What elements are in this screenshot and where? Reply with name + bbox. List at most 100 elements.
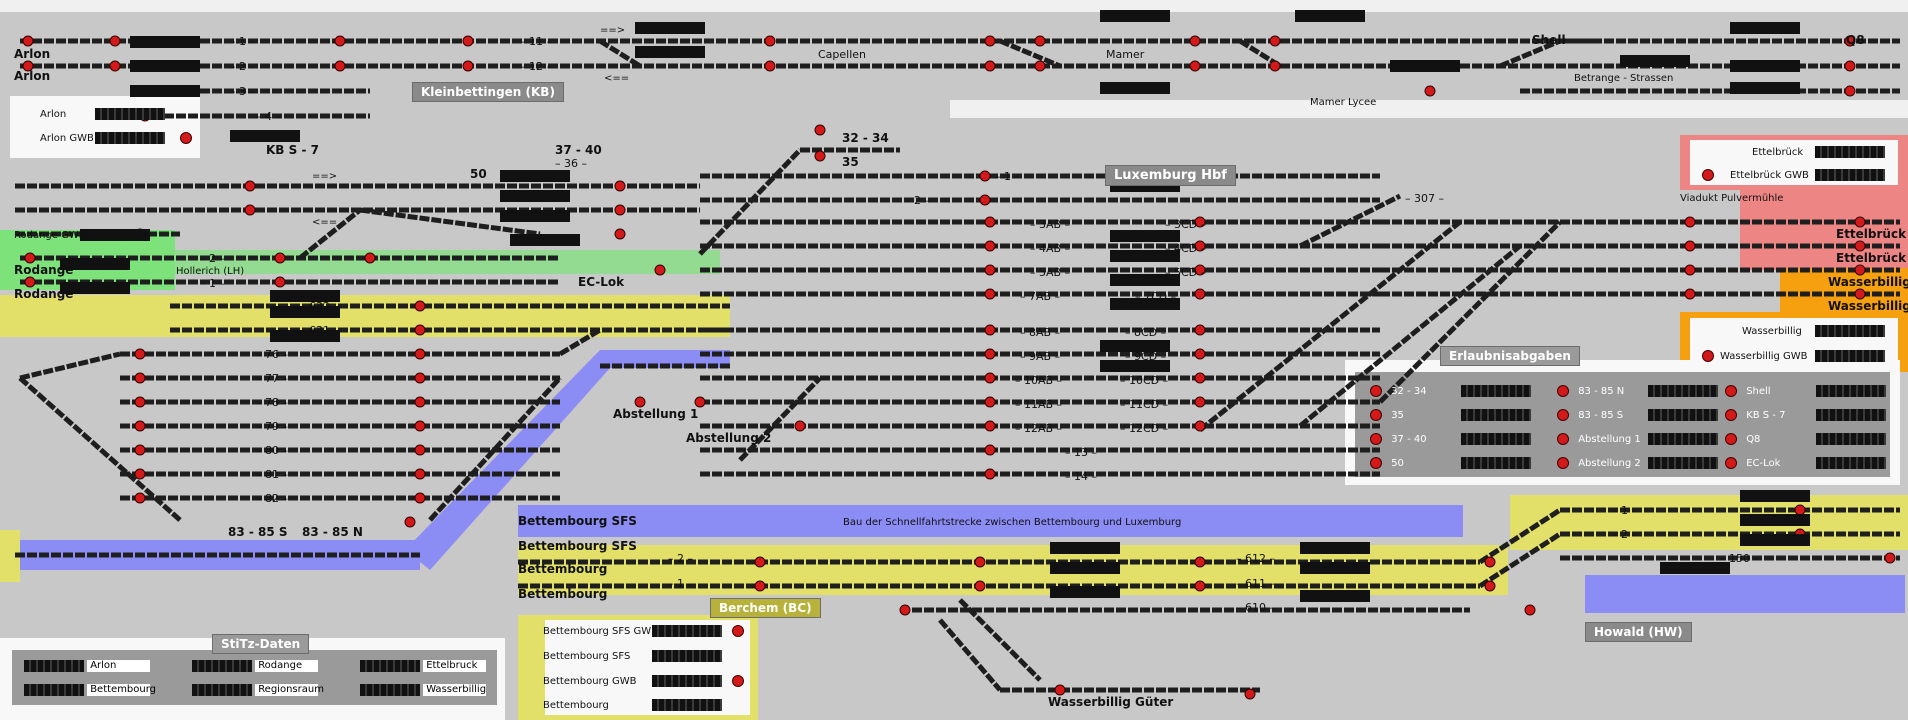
signal-icon[interactable]	[134, 492, 146, 504]
signal-icon[interactable]	[414, 348, 426, 360]
signal-icon[interactable]	[984, 444, 996, 456]
signal-icon[interactable]	[1854, 216, 1866, 228]
signal-icon[interactable]	[694, 396, 706, 408]
signal-icon[interactable]	[414, 492, 426, 504]
signal-icon[interactable]	[974, 580, 986, 592]
signal-icon[interactable]	[1194, 420, 1206, 432]
signal-icon[interactable]	[1194, 240, 1206, 252]
track-segment[interactable]	[428, 376, 562, 522]
signal-icon[interactable]	[1194, 264, 1206, 276]
signal-icon[interactable]	[1194, 348, 1206, 360]
permission-signal[interactable]	[1370, 433, 1382, 445]
signal-icon[interactable]	[1684, 216, 1696, 228]
track-segment[interactable]	[938, 618, 1002, 692]
signal-icon[interactable]	[1854, 288, 1866, 300]
signal-icon[interactable]	[984, 240, 996, 252]
signal-icon[interactable]	[979, 170, 991, 182]
signal-icon[interactable]	[1844, 85, 1856, 97]
signal-icon[interactable]	[634, 396, 646, 408]
signal-icon[interactable]	[1189, 60, 1201, 72]
wasserbillig-gwb-signal[interactable]	[1702, 350, 1714, 362]
permission-signal[interactable]	[1557, 433, 1569, 445]
erlaubnis-entry[interactable]: 83 - 85 N	[1557, 385, 1719, 397]
signal-icon[interactable]	[614, 180, 626, 192]
signal-icon[interactable]	[1189, 35, 1201, 47]
signal-icon[interactable]	[22, 35, 34, 47]
signal-icon[interactable]	[1269, 35, 1281, 47]
signal-icon[interactable]	[984, 372, 996, 384]
track-segment[interactable]	[1478, 507, 1562, 565]
signal-icon[interactable]	[984, 468, 996, 480]
signal-icon[interactable]	[974, 556, 986, 568]
signal-icon[interactable]	[984, 396, 996, 408]
track-segment[interactable]	[598, 38, 642, 69]
signal-icon[interactable]	[984, 348, 996, 360]
signal-icon[interactable]	[24, 252, 36, 264]
signal-icon[interactable]	[244, 204, 256, 216]
signal-icon[interactable]	[984, 35, 996, 47]
erlaubnis-entry[interactable]: 35	[1370, 409, 1532, 421]
erlaubnis-entry[interactable]: 37 - 40	[1370, 433, 1532, 445]
signal-icon[interactable]	[1844, 60, 1856, 72]
track-segment[interactable]	[558, 327, 602, 357]
signal-icon[interactable]	[764, 35, 776, 47]
signal-icon[interactable]	[614, 228, 626, 240]
signal-icon[interactable]	[1194, 372, 1206, 384]
signal-icon[interactable]	[1684, 240, 1696, 252]
signal-icon[interactable]	[754, 580, 766, 592]
signal-icon[interactable]	[1884, 552, 1896, 564]
signal-icon[interactable]	[814, 124, 826, 136]
erlaubnis-entry[interactable]: 83 - 85 S	[1557, 409, 1719, 421]
station-kleinbettingen[interactable]: Kleinbettingen (KB)	[412, 82, 564, 102]
signal-icon[interactable]	[1484, 556, 1496, 568]
signal-icon[interactable]	[1484, 580, 1496, 592]
signal-icon[interactable]	[654, 264, 666, 276]
signal-icon[interactable]	[274, 252, 286, 264]
signal-icon[interactable]	[462, 60, 474, 72]
track-segment[interactable]	[738, 376, 822, 462]
permission-signal[interactable]	[1725, 409, 1737, 421]
signal-icon[interactable]	[1269, 60, 1281, 72]
signal-icon[interactable]	[1684, 288, 1696, 300]
signal-icon[interactable]	[22, 60, 34, 72]
signal-icon[interactable]	[134, 420, 146, 432]
signal-icon[interactable]	[334, 35, 346, 47]
signal-icon[interactable]	[24, 276, 36, 288]
erlaubnis-entry[interactable]: 32 - 34	[1370, 385, 1532, 397]
signal-icon[interactable]	[1194, 288, 1206, 300]
permission-signal[interactable]	[1557, 457, 1569, 469]
signal-icon[interactable]	[1194, 580, 1206, 592]
signal-icon[interactable]	[134, 444, 146, 456]
permission-signal[interactable]	[1725, 385, 1737, 397]
track-segment[interactable]	[359, 207, 541, 237]
signal-icon[interactable]	[244, 180, 256, 192]
track-segment[interactable]	[298, 208, 362, 260]
signal-icon[interactable]	[764, 60, 776, 72]
signal-icon[interactable]	[754, 556, 766, 568]
signal-icon[interactable]	[134, 348, 146, 360]
signal-icon[interactable]	[1854, 240, 1866, 252]
track-segment[interactable]	[1298, 244, 1522, 428]
signal-icon[interactable]	[274, 276, 286, 288]
signal-icon[interactable]	[984, 216, 996, 228]
station-luxemburg[interactable]: Luxemburg Hbf	[1105, 165, 1236, 186]
signal-icon[interactable]	[794, 420, 806, 432]
signal-icon[interactable]	[414, 324, 426, 336]
erlaubnis-entry[interactable]: KB S - 7	[1725, 409, 1887, 421]
signal-icon[interactable]	[1034, 35, 1046, 47]
signal-icon[interactable]	[414, 468, 426, 480]
signal-icon[interactable]	[1194, 324, 1206, 336]
signal-icon[interactable]	[1194, 556, 1206, 568]
signal-icon[interactable]	[1844, 35, 1856, 47]
permission-signal[interactable]	[1370, 457, 1382, 469]
erlaubnis-entry[interactable]: Abstellung 1	[1557, 433, 1719, 445]
signal-icon[interactable]	[984, 60, 996, 72]
erlaubnis-entry[interactable]: 50	[1370, 457, 1532, 469]
signal-icon[interactable]	[1524, 604, 1536, 616]
signal-icon[interactable]	[134, 396, 146, 408]
permission-signal[interactable]	[1557, 409, 1569, 421]
station-berchem[interactable]: Berchem (BC)	[710, 598, 821, 618]
track-segment[interactable]	[698, 148, 802, 256]
signal-icon[interactable]	[334, 60, 346, 72]
signal-icon[interactable]	[1054, 684, 1066, 696]
